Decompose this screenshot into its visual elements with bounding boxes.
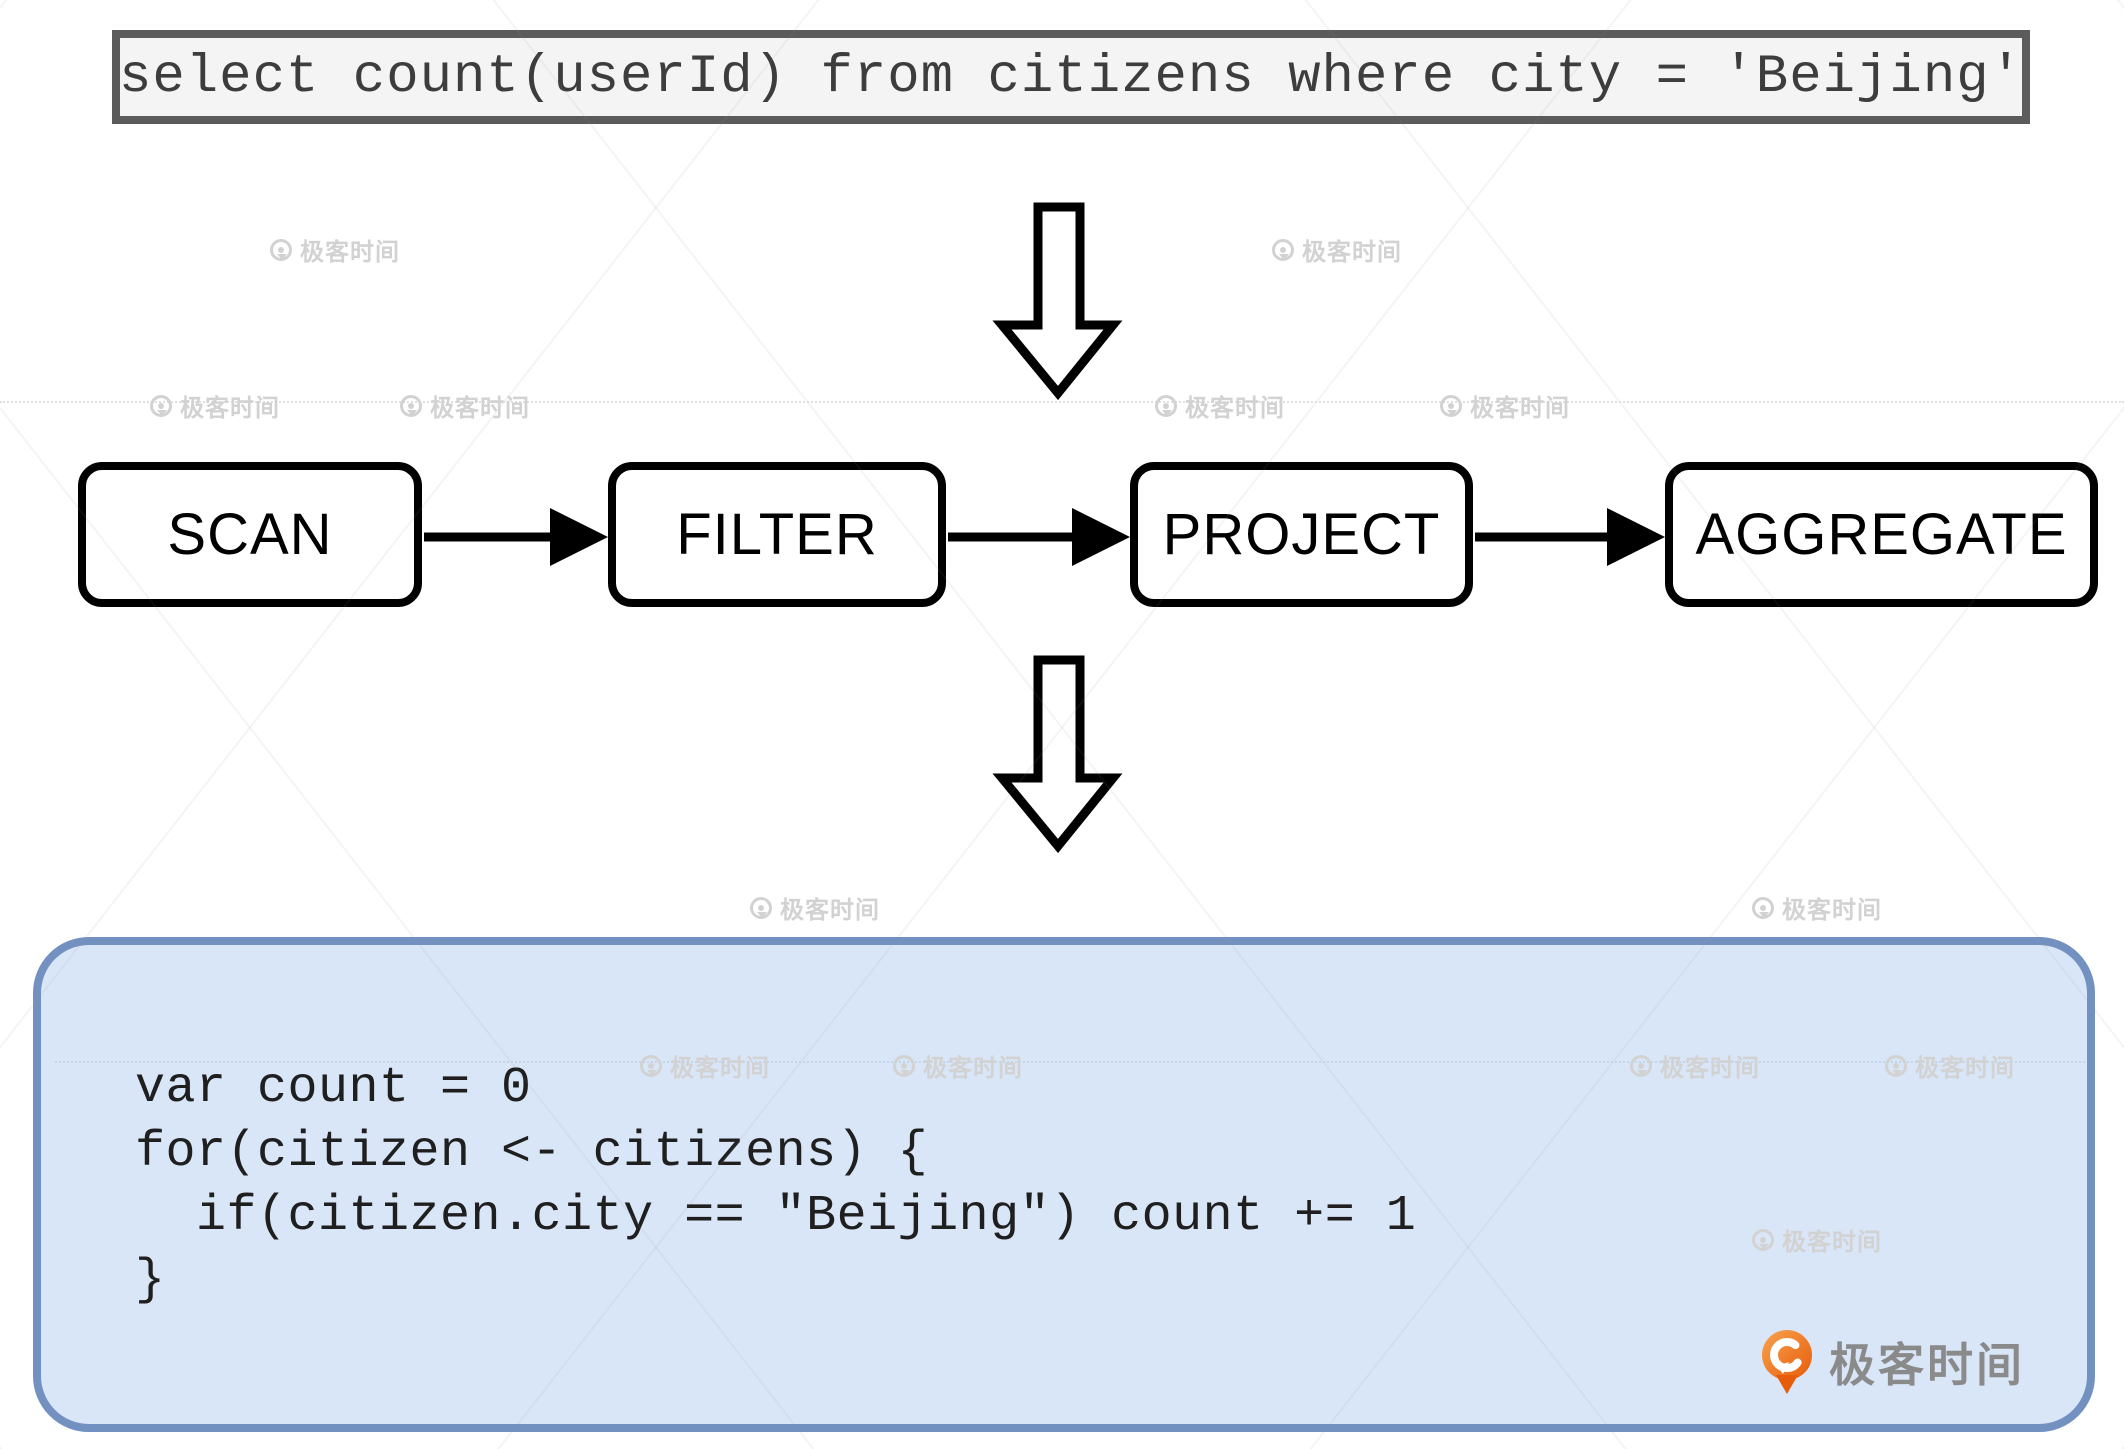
- geektime-logo: 极客时间: [1759, 1328, 2025, 1396]
- block-down-arrow-icon: [992, 202, 1123, 401]
- sql-query-text: select count(userId) from citizens where…: [118, 46, 2024, 108]
- stage-box-project: PROJECT: [1130, 462, 1473, 607]
- flow-arrow-icon: [948, 508, 1130, 566]
- stage-label: AGGREGATE: [1695, 502, 2068, 567]
- logo-pin-icon: [1762, 1330, 1812, 1394]
- stage-box-aggregate: AGGREGATE: [1665, 462, 2098, 607]
- flow-arrow-icon: [424, 508, 608, 566]
- code-box: var count = 0 for(citizen <- citizens) {…: [33, 937, 2095, 1432]
- logo-text: 极客时间: [1829, 1339, 2025, 1391]
- sql-query-box: select count(userId) from citizens where…: [112, 30, 2030, 124]
- stage-box-filter: FILTER: [608, 462, 946, 607]
- flow-arrow-icon: [1475, 508, 1665, 566]
- stage-box-scan: SCAN: [78, 462, 422, 607]
- stage-label: SCAN: [167, 502, 333, 567]
- stage-label: FILTER: [676, 502, 878, 567]
- block-down-arrow-icon: [992, 655, 1123, 854]
- code-text: var count = 0 for(citizen <- citizens) {…: [135, 1060, 1417, 1309]
- stage-label: PROJECT: [1162, 502, 1441, 567]
